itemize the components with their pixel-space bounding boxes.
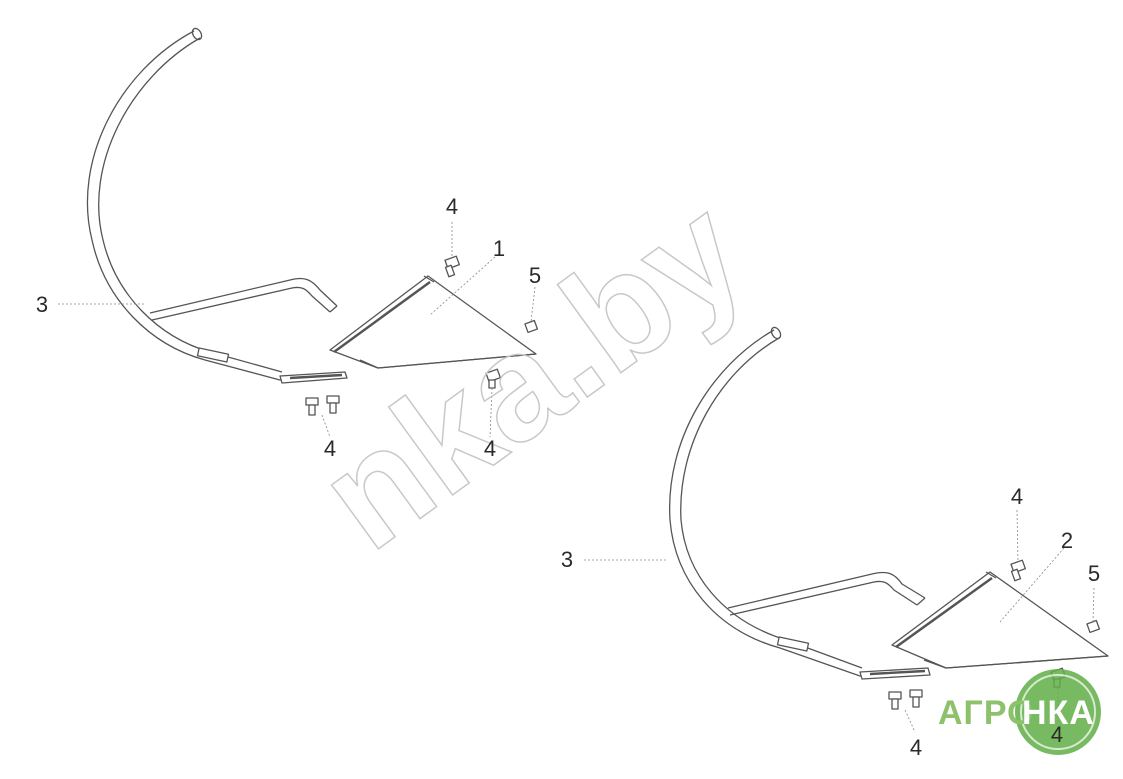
assembly-a-bolt-bottom-right (326, 395, 340, 414)
callout-a-part-4-top: 4 (445, 194, 459, 219)
assembly-b-shank (669, 326, 880, 677)
assembly-a-nut-right (524, 319, 539, 334)
callout-a-part-1: 1 (492, 236, 506, 261)
assembly-b-brace (727, 571, 926, 616)
assembly-b-sole-plate (859, 667, 931, 680)
callout-b-part-4-top: 4 (1010, 484, 1024, 509)
logo-text-agro: АГРО (938, 694, 1035, 732)
callout-b-part-2: 2 (1060, 528, 1074, 553)
callout-a-part-5: 5 (528, 263, 542, 288)
callout-b-part-5: 5 (1087, 561, 1101, 586)
assembly-a-shank (86, 27, 300, 381)
assembly-a-bolt-bottom-left (305, 397, 319, 416)
assembly-b-bolt-bottom-right (909, 689, 923, 708)
callout-a-part-3: 3 (35, 292, 49, 317)
assembly-b (669, 326, 1109, 710)
assembly-a-leaders (58, 222, 536, 438)
watermark: nka.by (289, 165, 774, 582)
callout-a-part-4-bottom-left: 4 (323, 436, 337, 461)
watermark-text: nka.by (290, 166, 773, 581)
callout-a-part-4-bottom-right: 4 (483, 436, 497, 461)
callout-b-part-3: 3 (560, 547, 574, 572)
assembly-a (86, 27, 539, 416)
logo-mark (1015, 669, 1101, 755)
assembly-b-bolt-top (1010, 559, 1026, 582)
assembly-b-bolt-bottom-left (888, 691, 902, 710)
assembly-a-sole-plate (279, 371, 348, 384)
logo-text-nka: НКА (1022, 694, 1095, 732)
assembly-b-nut-right (1086, 619, 1101, 634)
callout-b-part-4-bottom-left: 4 (909, 735, 923, 760)
assembly-b-share (891, 571, 1109, 669)
assembly-a-brace (149, 277, 338, 321)
callout-b-part-4-bottom-right: 4 (1050, 722, 1064, 747)
assembly-a-bolt-top (444, 255, 460, 278)
assembly-a-share (329, 275, 537, 369)
